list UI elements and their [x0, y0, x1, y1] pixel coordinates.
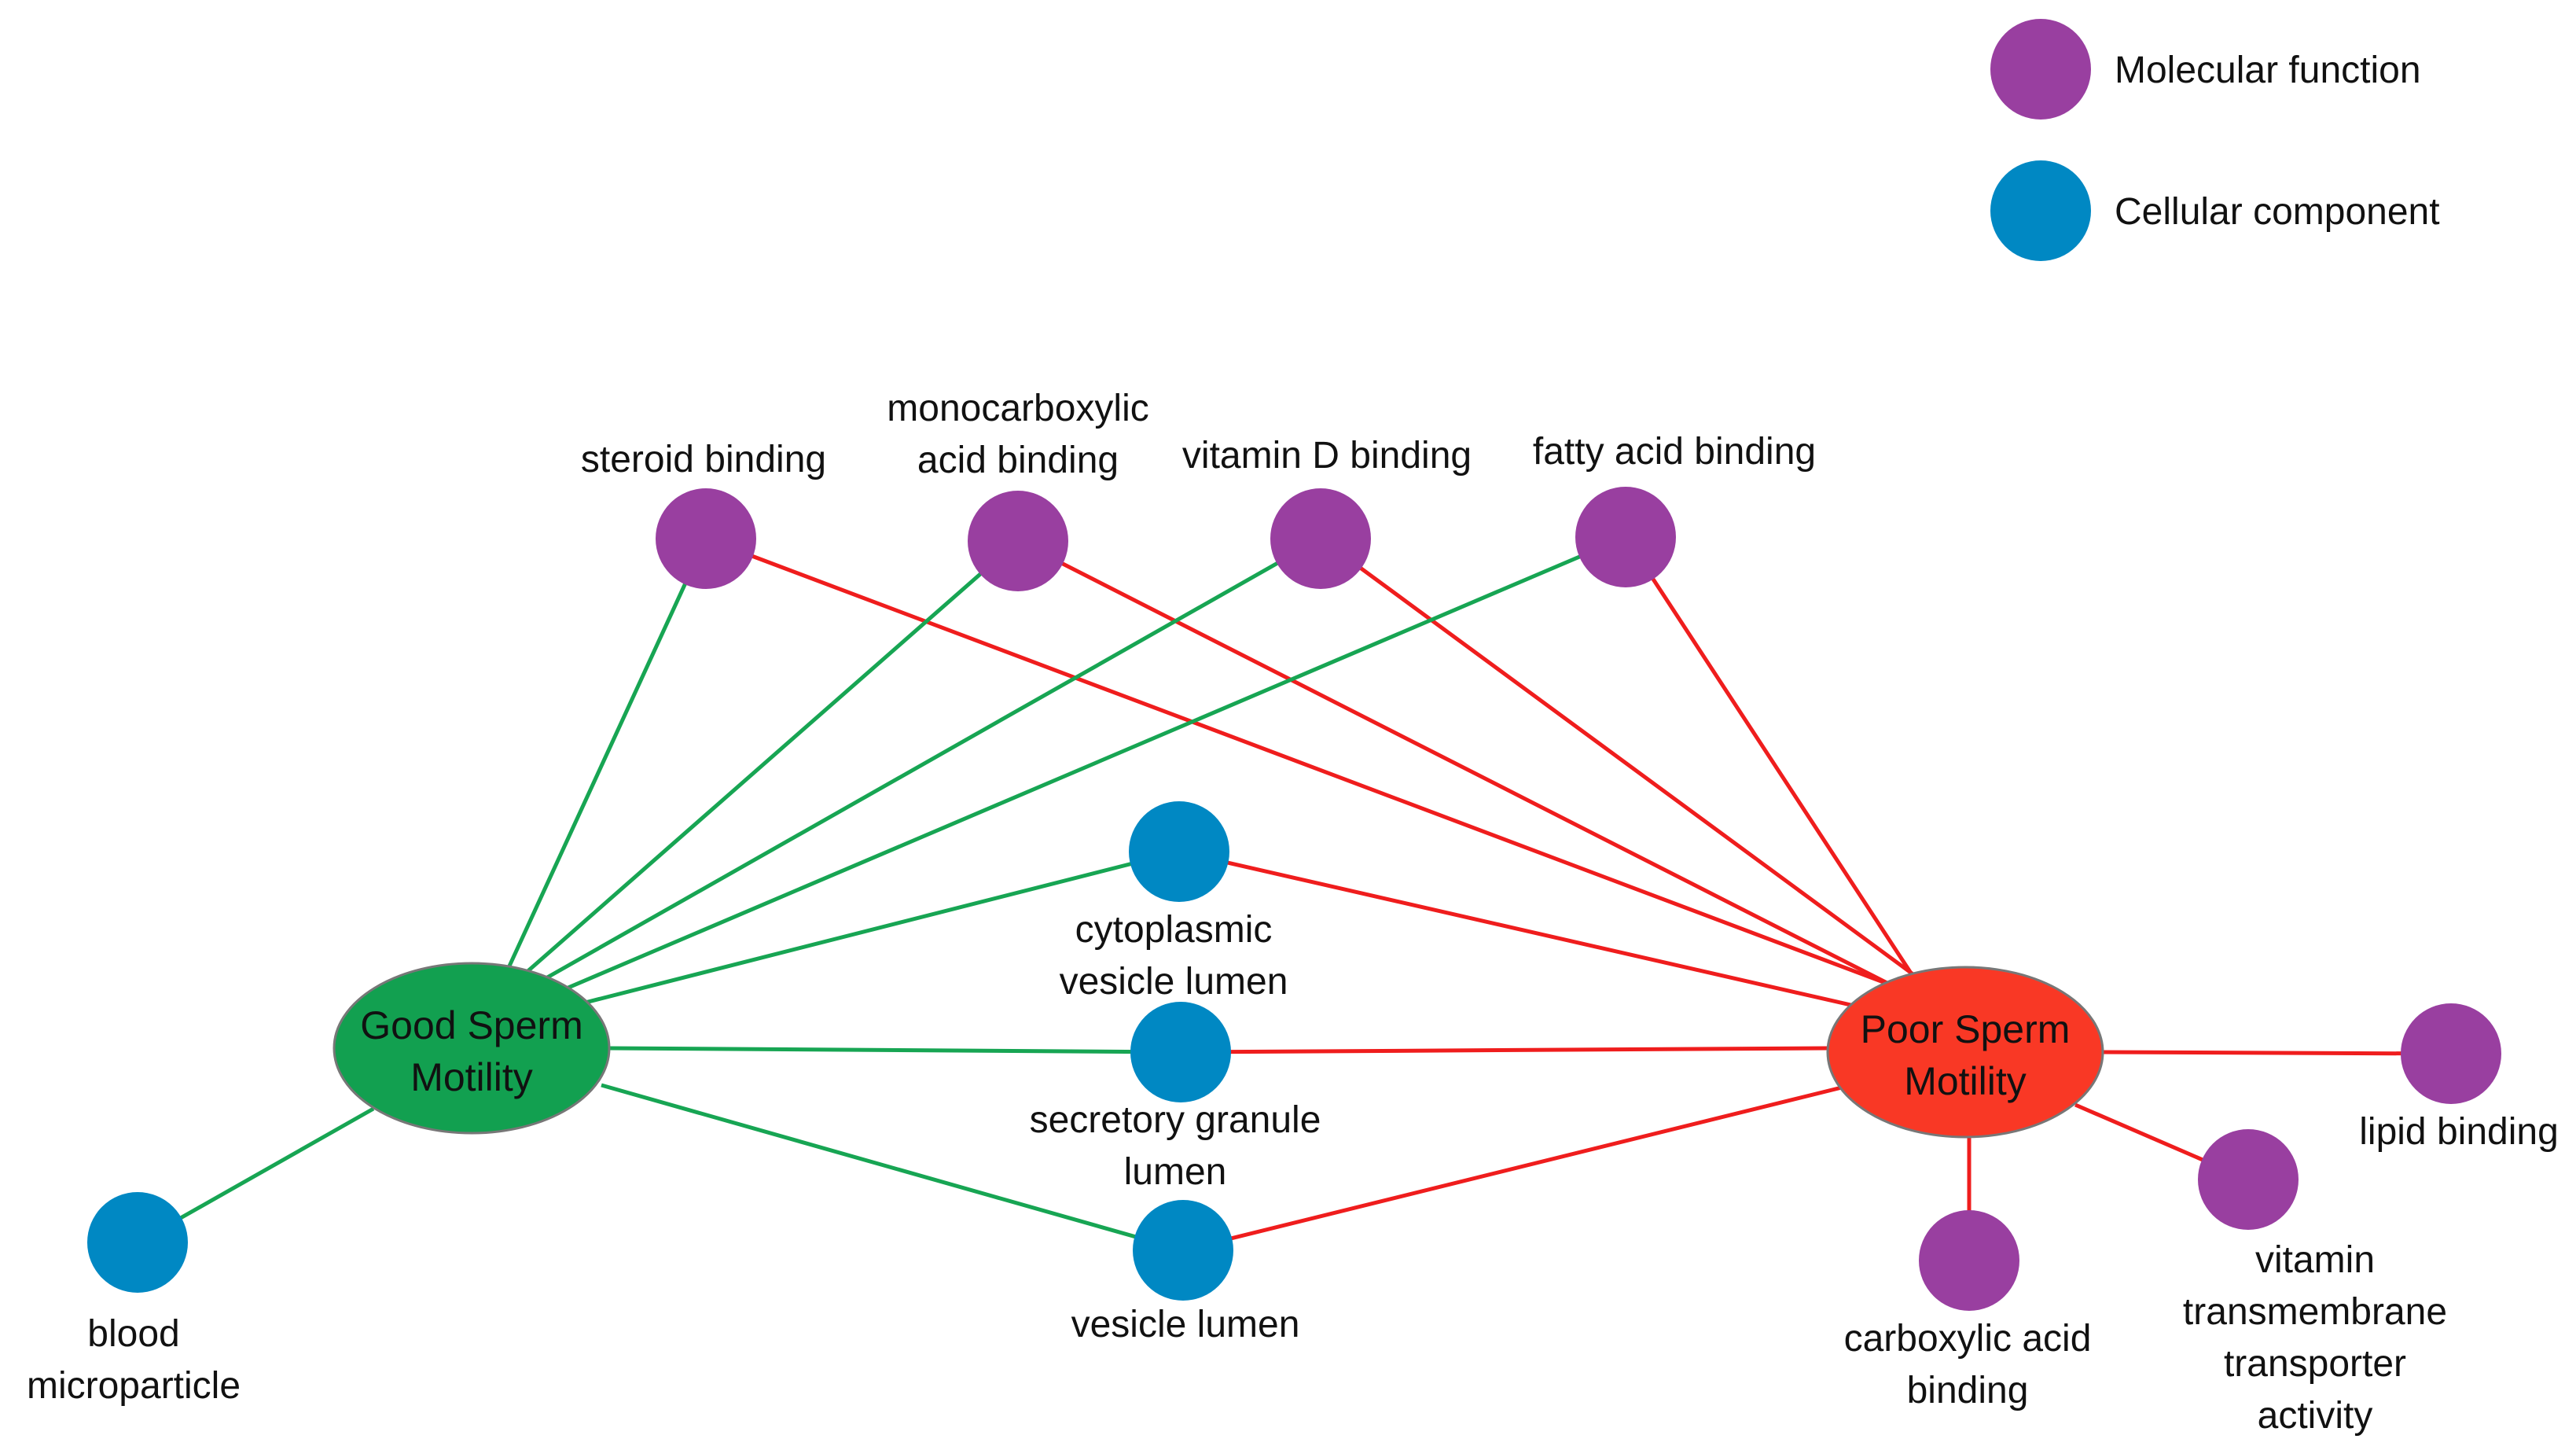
edge-poor-cytoplasmic: [1178, 849, 1876, 1013]
good-sperm-motility-hub: [333, 962, 611, 1135]
node-blood: [87, 1192, 188, 1293]
node-vitamintransport: [2198, 1129, 2299, 1230]
edge-good-secretory: [608, 1046, 1181, 1054]
edge-poor-vesicle: [1182, 1083, 1852, 1253]
edge-poor-fattyacid: [1623, 535, 1913, 973]
edge-good-cytoplasmic: [553, 849, 1180, 1013]
edge-good-vitaminD: [529, 536, 1322, 989]
edge-poor-secretory: [1180, 1046, 1828, 1054]
edge-poor-vitaminD: [1319, 536, 1916, 977]
nodes-layer: [87, 487, 2501, 1311]
edge-good-monocarboxylic: [517, 539, 1020, 981]
legend-label-molecular_function: Molecular function: [2115, 50, 2421, 91]
node-carboxylic: [1919, 1210, 2019, 1311]
edge-poor-monocarboxylic: [1016, 539, 1912, 997]
legend-label-cellular_component: Cellular component: [2115, 191, 2440, 233]
edge-good-steroid: [505, 537, 708, 973]
label-vitaminD: vitamin D binding: [1182, 435, 1472, 477]
edges-layer: [136, 535, 2452, 1260]
label-vesicle: vesicle lumen: [1071, 1304, 1300, 1345]
edge-good-vesicle: [601, 1083, 1184, 1253]
poor-sperm-motility-hub: [1826, 966, 2104, 1139]
label-fattyacid: fatty acid binding: [1533, 431, 1816, 473]
node-steroid: [656, 488, 756, 589]
edge-poor-lipid: [2102, 1050, 2452, 1056]
node-vesicle: [1133, 1200, 1233, 1301]
node-lipid: [2401, 1003, 2501, 1104]
label-steroid: steroid binding: [581, 439, 826, 480]
legend-swatch-cellular_component: [1990, 160, 2091, 261]
legend-swatch-molecular_function: [1990, 19, 2091, 120]
label-lipid: lipid binding: [2359, 1111, 2559, 1153]
edge-poor-steroid: [705, 536, 1907, 993]
node-monocarboxylic: [968, 491, 1068, 591]
node-secretory: [1130, 1002, 1231, 1102]
node-vitaminD: [1270, 488, 1371, 589]
edge-good-fattyacid: [542, 535, 1626, 1001]
node-cytoplasmic: [1129, 801, 1229, 902]
node-fattyacid: [1575, 487, 1676, 587]
